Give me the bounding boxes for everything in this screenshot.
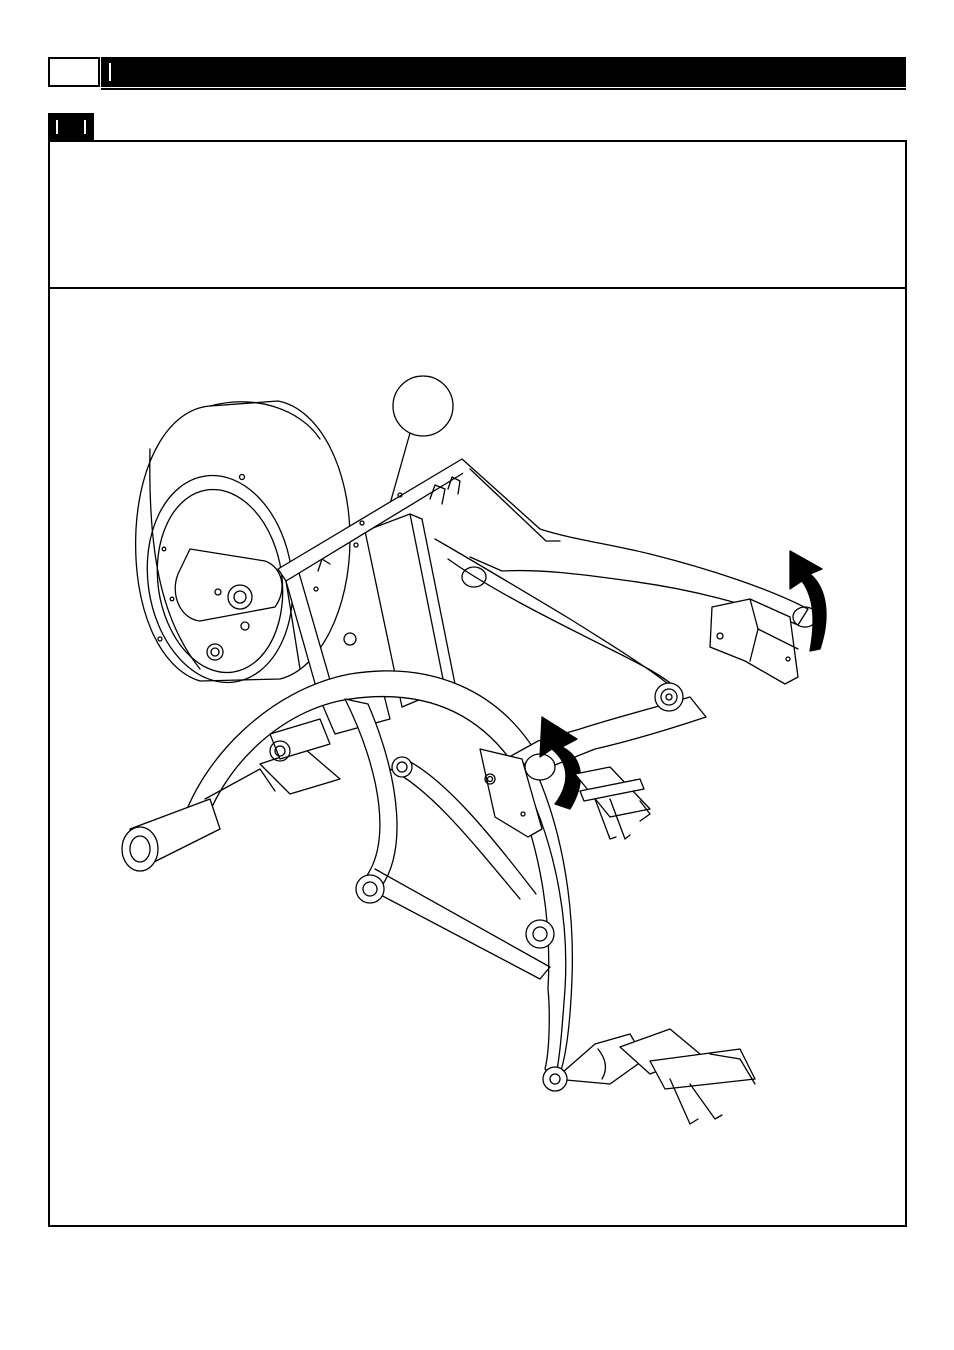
callout-leader: [387, 432, 411, 512]
callout-circle: [392, 375, 454, 437]
step-tag: [48, 113, 94, 141]
step-tag-tick-left: [56, 120, 58, 134]
right-end-bracket: [709, 598, 799, 685]
pedal-icon: [259, 718, 341, 795]
mid-arm: [479, 682, 707, 838]
instruction-box: [48, 140, 907, 289]
roller-wheels: [343, 632, 413, 778]
left-base: [121, 768, 276, 872]
step-tag-tick-right: [84, 120, 86, 134]
header-bar-tick: [109, 63, 111, 81]
pedal-icon: [574, 766, 651, 840]
header-rule: [101, 88, 906, 90]
section-header-bar: [101, 57, 906, 87]
assembly-drawing: [121, 375, 827, 1125]
arrow-up-icon: [789, 550, 827, 652]
pedal-icon: [619, 1028, 756, 1125]
assembly-figure: [48, 287, 907, 1227]
right-rail: [434, 458, 818, 690]
callout: [387, 375, 454, 512]
lower-leg: [344, 698, 555, 980]
page-number-box: [48, 57, 100, 87]
